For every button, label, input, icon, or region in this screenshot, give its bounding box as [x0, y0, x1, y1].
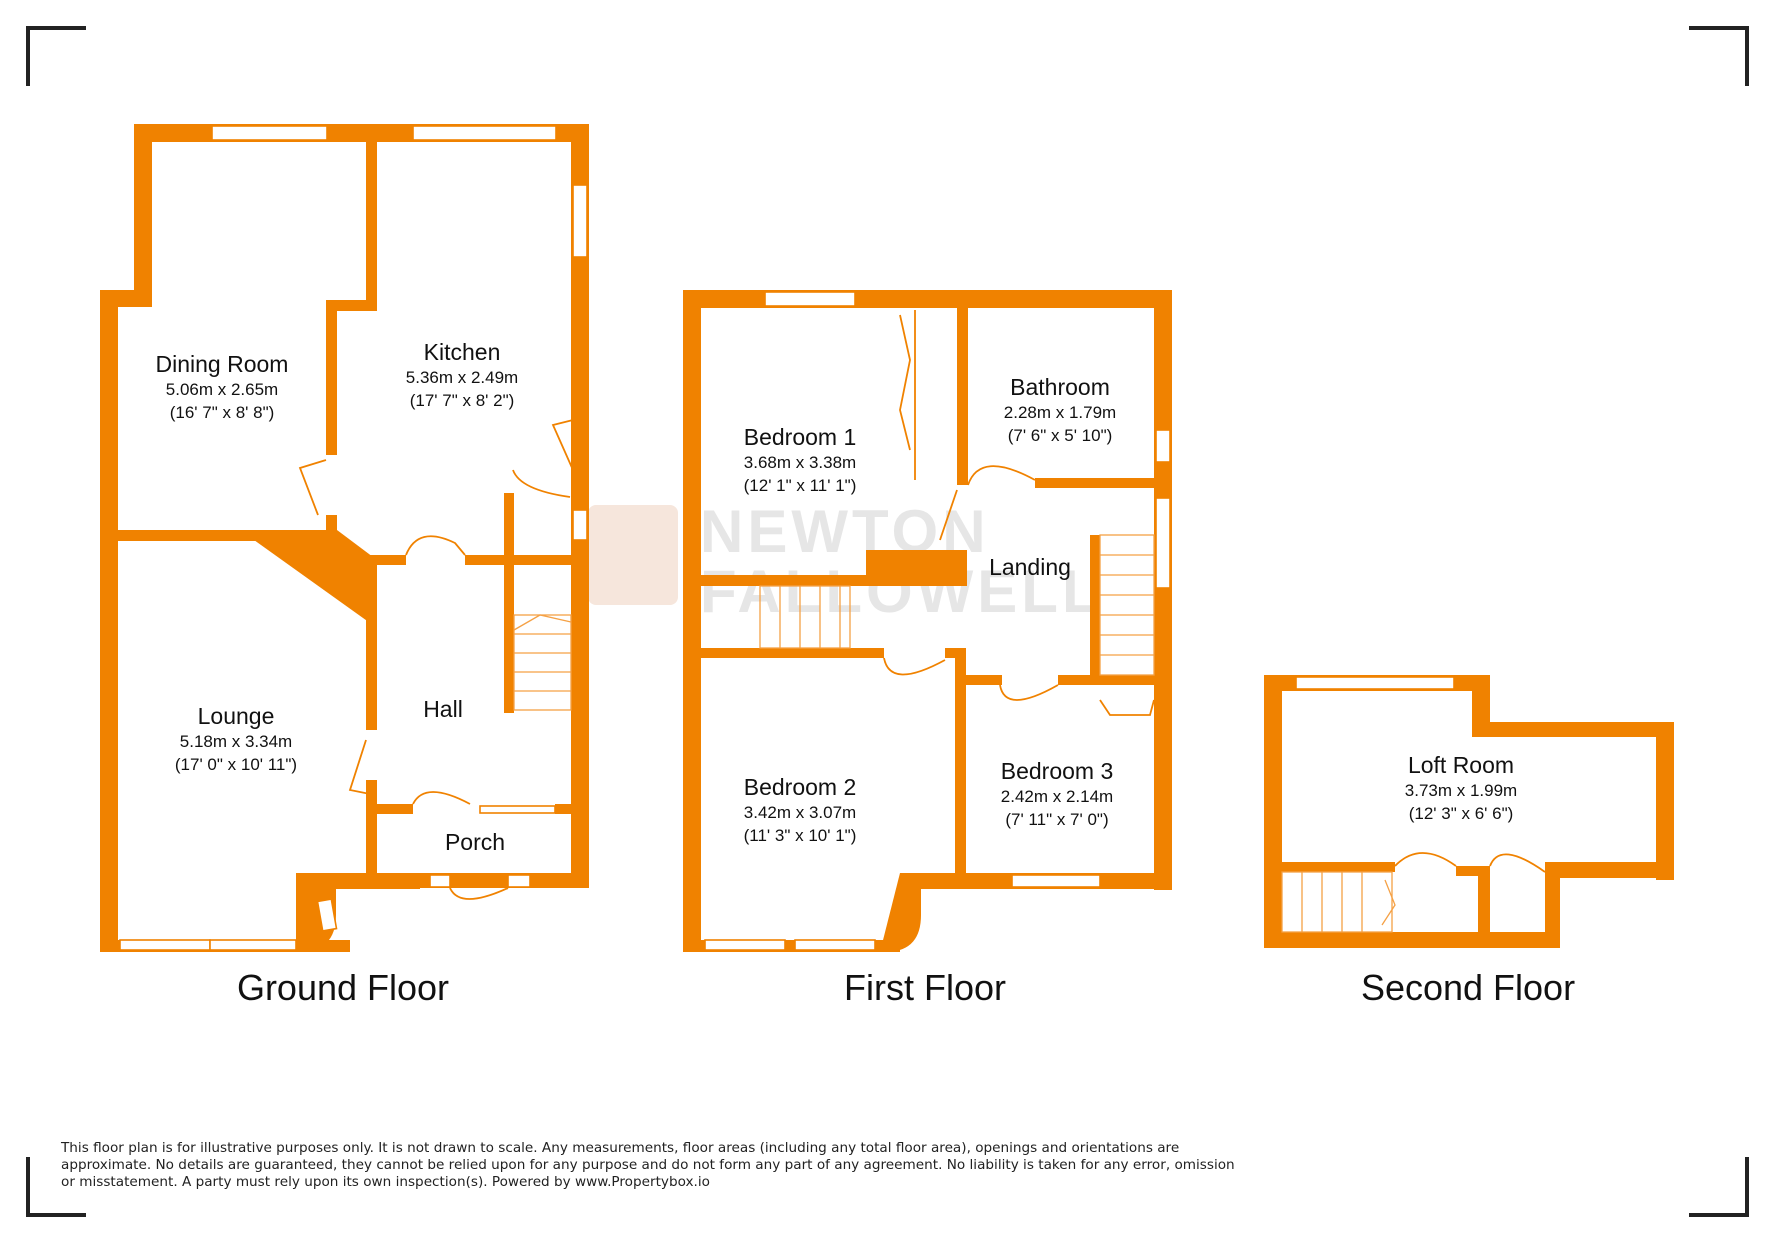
- room-dimensions-metric: 2.28m x 1.79m: [1004, 403, 1116, 422]
- room-lounge: Lounge 5.18m x 3.34m (17' 0" x 10' 11"): [175, 703, 297, 774]
- room-dimensions-metric: 5.18m x 3.34m: [180, 732, 292, 751]
- room-name: Bedroom 2: [744, 774, 857, 800]
- ground-floor-plan: Dining Room 5.06m x 2.65m (16' 7" x 8' 8…: [100, 124, 589, 1008]
- room-hall: Hall: [423, 696, 463, 722]
- room-name: Porch: [445, 829, 505, 855]
- room-name: Bedroom 3: [1001, 758, 1114, 784]
- ground-floor-doors: [298, 419, 574, 900]
- ground-floor-windows: [119, 125, 588, 951]
- room-loft-room: Loft Room 3.73m x 1.99m (12' 3" x 6' 6"): [1405, 752, 1517, 823]
- room-name: Dining Room: [156, 351, 289, 377]
- room-dining-room: Dining Room 5.06m x 2.65m (16' 7" x 8' 8…: [156, 351, 289, 422]
- floor-label-ground: Ground Floor: [237, 967, 449, 1008]
- room-porch: Porch: [445, 829, 505, 855]
- crop-mark-top-right: [1689, 26, 1749, 86]
- room-dimensions-metric: 5.06m x 2.65m: [166, 380, 278, 399]
- room-dimensions-imperial: (16' 7" x 8' 8"): [170, 403, 275, 422]
- second-floor-windows: [1295, 676, 1455, 690]
- crop-marks: [26, 26, 1749, 1217]
- room-dimensions-imperial: (12' 3" x 6' 6"): [1409, 804, 1514, 823]
- room-name: Kitchen: [424, 339, 501, 365]
- crop-mark-bottom-right: [1689, 1157, 1749, 1217]
- room-dimensions-imperial: (17' 7" x 8' 2"): [410, 391, 515, 410]
- crop-mark-top-left: [26, 26, 86, 86]
- room-dimensions-metric: 3.68m x 3.38m: [744, 453, 856, 472]
- room-name: Loft Room: [1408, 752, 1514, 778]
- room-dimensions-metric: 3.42m x 3.07m: [744, 803, 856, 822]
- room-dimensions-imperial: (7' 6" x 5' 10"): [1008, 426, 1113, 445]
- first-floor-doors: [883, 310, 1155, 716]
- room-landing: Landing: [989, 554, 1071, 580]
- room-dimensions-imperial: (17' 0" x 10' 11"): [175, 755, 297, 774]
- floor-label-second: Second Floor: [1361, 967, 1575, 1008]
- room-name: Hall: [423, 696, 463, 722]
- room-name: Landing: [989, 554, 1071, 580]
- room-bedroom-1: Bedroom 1 3.68m x 3.38m (12' 1" x 11' 1"…: [744, 424, 857, 495]
- ground-floor-walls: [100, 124, 589, 952]
- watermark-logo-mark: [588, 505, 678, 605]
- disclaimer-text: This floor plan is for illustrative purp…: [61, 1140, 1235, 1190]
- first-floor-plan: Bedroom 1 3.68m x 3.38m (12' 1" x 11' 1"…: [683, 290, 1172, 1008]
- room-dimensions-imperial: (12' 1" x 11' 1"): [744, 476, 857, 495]
- second-floor-plan: Loft Room 3.73m x 1.99m (12' 3" x 6' 6")…: [1264, 675, 1674, 1008]
- room-bedroom-3: Bedroom 3 2.42m x 2.14m (7' 11" x 7' 0"): [1001, 758, 1114, 829]
- ground-floor-stairs: [513, 614, 572, 711]
- room-name: Bedroom 1: [744, 424, 857, 450]
- first-floor-stairs: [759, 534, 1155, 676]
- room-name: Bathroom: [1010, 374, 1110, 400]
- second-floor-stairs: [1281, 871, 1396, 933]
- room-kitchen: Kitchen 5.36m x 2.49m (17' 7" x 8' 2"): [406, 339, 518, 410]
- room-dimensions-metric: 2.42m x 2.14m: [1001, 787, 1113, 806]
- floor-label-first: First Floor: [844, 967, 1006, 1008]
- room-bathroom: Bathroom 2.28m x 1.79m (7' 6" x 5' 10"): [1004, 374, 1116, 445]
- room-dimensions-metric: 5.36m x 2.49m: [406, 368, 518, 387]
- room-dimensions-imperial: (7' 11" x 7' 0"): [1005, 810, 1108, 829]
- room-bedroom-2: Bedroom 2 3.42m x 3.07m (11' 3" x 10' 1"…: [744, 774, 857, 845]
- crop-mark-bottom-left: [26, 1157, 86, 1217]
- room-name: Lounge: [198, 703, 275, 729]
- room-dimensions-metric: 3.73m x 1.99m: [1405, 781, 1517, 800]
- first-floor-windows: [704, 291, 1171, 951]
- second-floor-doors: [1394, 852, 1546, 873]
- room-dimensions-imperial: (11' 3" x 10' 1"): [744, 826, 857, 845]
